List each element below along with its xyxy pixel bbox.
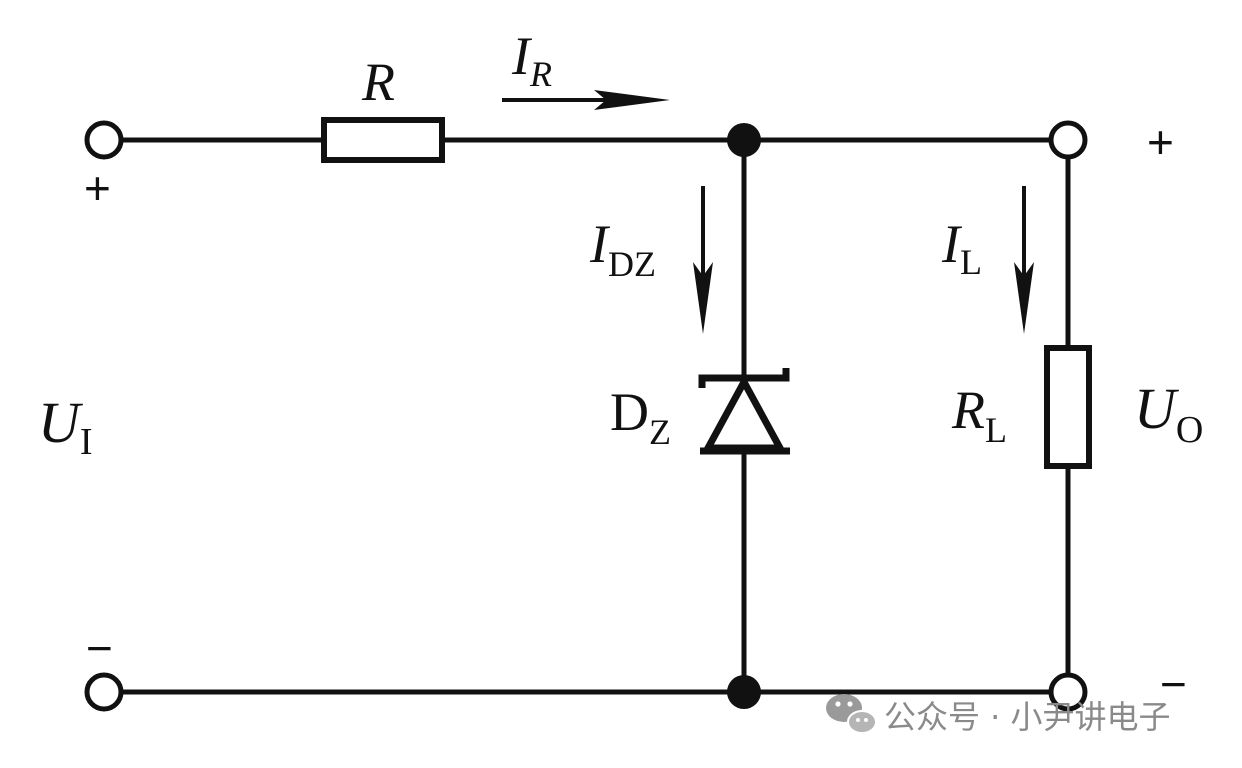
junction-bottom	[727, 675, 761, 709]
terminal-output-bottom	[1048, 672, 1088, 712]
label-zener-dz: DZ	[610, 382, 671, 452]
terminal-input-bottom	[84, 672, 124, 712]
label-output-voltage: UO	[1134, 376, 1203, 451]
label-current-ir: IR	[511, 26, 552, 94]
arrow-il	[1014, 186, 1034, 334]
wechat-icon	[826, 694, 877, 734]
arrow-ir	[502, 90, 670, 110]
label-current-idz: IDZ	[589, 214, 656, 284]
label-input-voltage: UI	[38, 390, 93, 463]
zener-triangle	[702, 374, 786, 452]
zener-diode-dz	[698, 368, 790, 455]
sign-input-minus: −	[86, 622, 113, 674]
watermark: 公众号 · 小尹讲电子	[826, 694, 1171, 736]
terminal-output-top	[1048, 120, 1088, 160]
sign-output-minus: −	[1160, 658, 1187, 710]
label-current-il: IL	[941, 214, 982, 282]
wires	[117, 137, 1071, 695]
arrow-idz	[693, 186, 713, 334]
load-resistor-rl	[1044, 345, 1092, 469]
watermark-text: 公众号 · 小尹讲电子	[884, 698, 1171, 736]
zener-cathode-bar	[698, 368, 790, 388]
junction-top	[727, 123, 761, 157]
label-resistor-r: R	[361, 52, 395, 112]
sign-input-plus: +	[84, 162, 111, 214]
terminal-input-top	[84, 120, 124, 160]
label-load-rl: RL	[951, 380, 1007, 450]
sign-output-plus: +	[1147, 116, 1174, 168]
resistor-r	[321, 117, 445, 163]
